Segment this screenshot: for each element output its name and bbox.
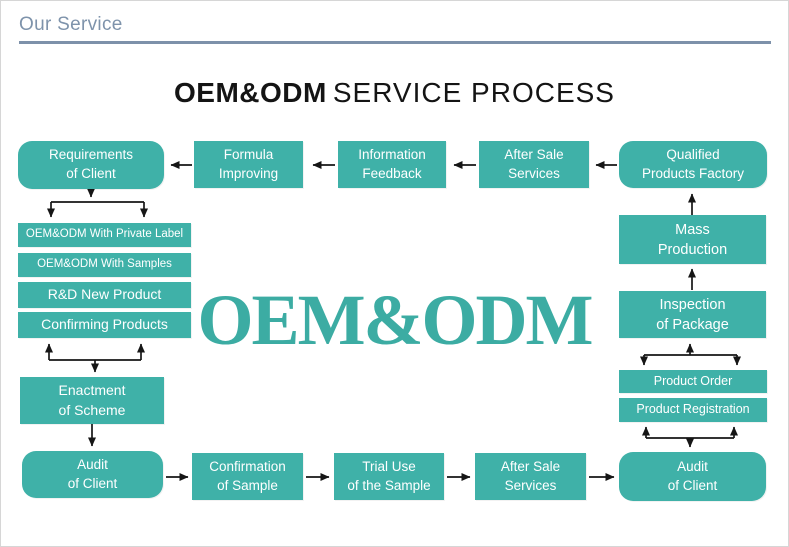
node-after-sale-services-top: After Sale Services (479, 141, 589, 188)
node-enactment-of-scheme: Enactment of Scheme (20, 377, 164, 424)
node-inspection-of-package: Inspection of Package (619, 291, 766, 338)
node-trial-use-of-sample: Trial Use of the Sample (334, 453, 444, 500)
node-oem-with-samples: OEM&ODM With Samples (18, 253, 191, 277)
diagram-title-text: SERVICE PROCESS (332, 77, 615, 108)
node-mass-production: Mass Production (619, 215, 766, 264)
node-product-registration: Product Registration (619, 398, 767, 422)
node-audit-of-client-right: Audit of Client (619, 452, 766, 501)
node-product-order: Product Order (619, 370, 767, 393)
node-information-feedback: Information Feedback (338, 141, 446, 188)
node-rd-new-product: R&D New Product (18, 282, 191, 308)
header-divider (19, 41, 771, 44)
node-formula-improving: Formula Improving (194, 141, 303, 188)
node-oem-private-label: OEM&ODM With Private Label (18, 223, 191, 247)
diagram-title-brand: OEM&ODM (174, 77, 327, 108)
node-confirming-products: Confirming Products (18, 312, 191, 338)
node-audit-of-client-left: Audit of Client (22, 451, 163, 498)
node-qualified-products-factory: Qualified Products Factory (619, 141, 767, 188)
node-confirmation-of-sample: Confirmation of Sample (192, 453, 303, 500)
oem-odm-watermark: OEM&ODM (197, 280, 594, 360)
node-requirements-of-client: Requirements of Client (18, 141, 164, 189)
page-title: Our Service (19, 14, 123, 35)
node-after-sale-services-bottom: After Sale Services (475, 453, 586, 500)
